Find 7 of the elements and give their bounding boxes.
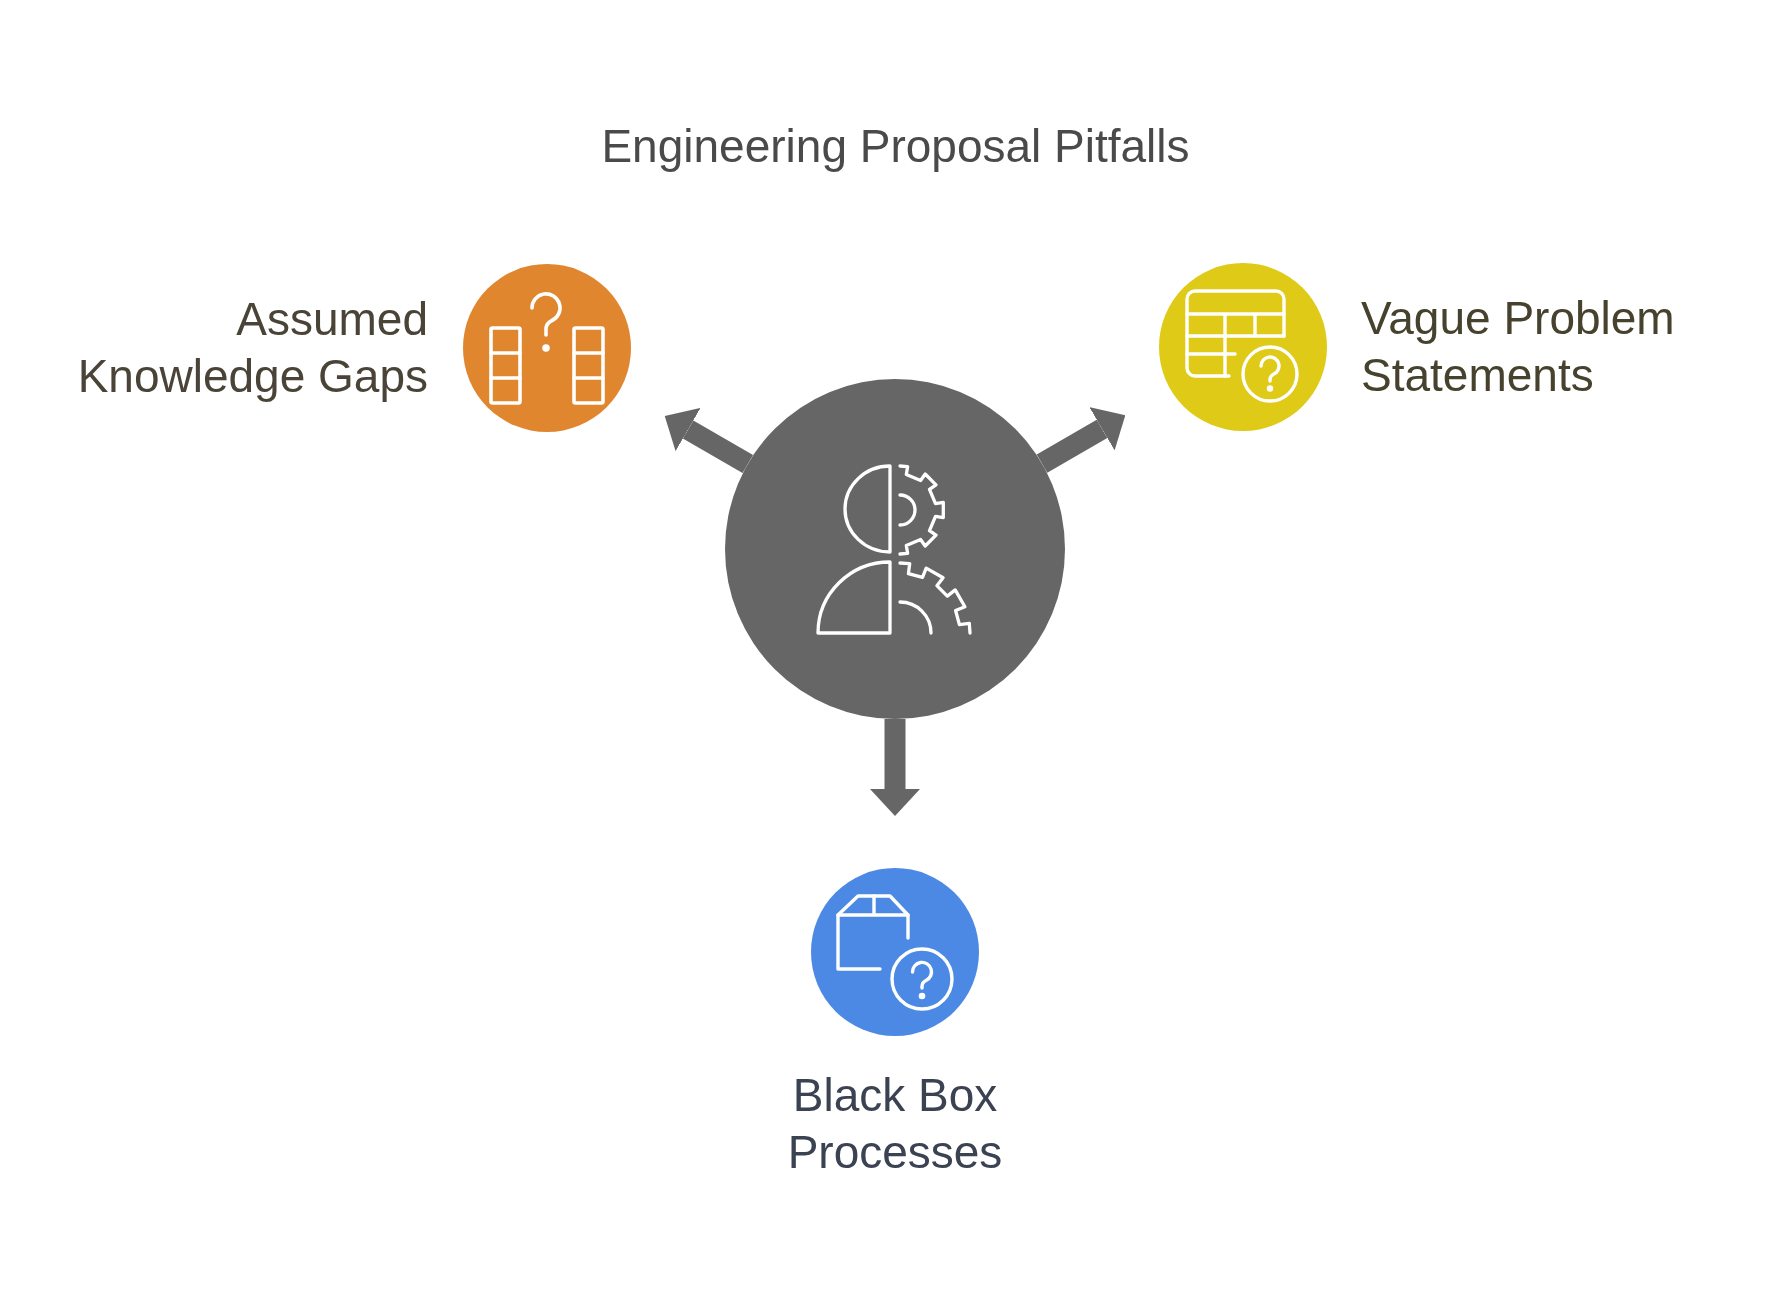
- topic-label: Black Box Processes: [786, 1068, 1004, 1180]
- topic-label: Assumed Knowledge Gaps: [76, 292, 428, 404]
- topic-label: Vague Problem Statements: [1361, 291, 1676, 403]
- arrow: [664, 407, 754, 474]
- arrow: [870, 719, 920, 816]
- arrow: [1036, 407, 1126, 473]
- diagram-title: Engineering Proposal Pitfalls: [601, 119, 1190, 174]
